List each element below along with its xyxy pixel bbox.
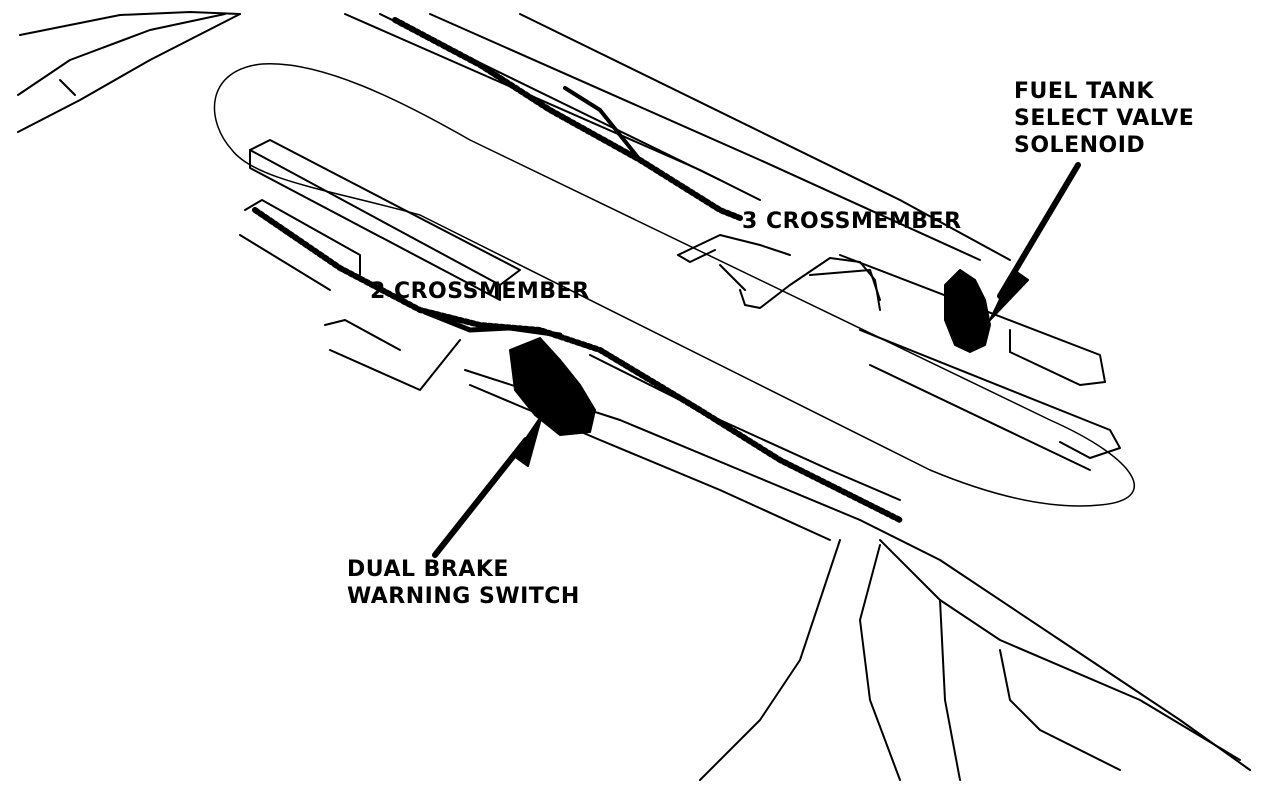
upper-brake-line-branch bbox=[563, 86, 642, 162]
upper-frame-rail bbox=[344, 13, 1121, 471]
brake-switch-arrow-head bbox=[513, 414, 543, 467]
brake-switch-icon bbox=[509, 337, 596, 436]
fuel-label-line-3: SOLENOID bbox=[1014, 133, 1146, 158]
crossmember-3-label: 3 CROSSMEMBER bbox=[742, 209, 962, 234]
fuel-label-line-1: FUEL TANK bbox=[1014, 79, 1154, 104]
crossmember-3-shape bbox=[677, 234, 881, 311]
fuel-tank-select-valve-label: FUEL TANK SELECT VALVE SOLENOID bbox=[1014, 78, 1194, 159]
crossmember-2-label: 2 CROSSMEMBER bbox=[370, 279, 590, 304]
brake-switch-arrow-line bbox=[432, 437, 529, 558]
fuel-label-line-2: SELECT VALVE bbox=[1014, 106, 1195, 131]
lower-brake-line-upper bbox=[422, 309, 563, 338]
fuel-valve-arrow-head bbox=[989, 269, 1029, 321]
fuel-valve-solenoid-icon bbox=[944, 269, 991, 353]
lower-left-beam bbox=[239, 139, 521, 391]
dual-brake-warning-switch-label: DUAL BRAKE WARNING SWITCH bbox=[347, 556, 580, 610]
dual-label-line-2: WARNING SWITCH bbox=[347, 584, 580, 609]
main-frame-rail bbox=[464, 354, 1251, 781]
upper-brake-line bbox=[392, 17, 743, 221]
pointer-arrows bbox=[432, 162, 1081, 558]
lower-brake-line bbox=[252, 207, 903, 523]
dual-label-line-1: DUAL BRAKE bbox=[347, 557, 509, 582]
frame-outline bbox=[213, 63, 1135, 507]
upper-left-structure bbox=[17, 11, 241, 133]
